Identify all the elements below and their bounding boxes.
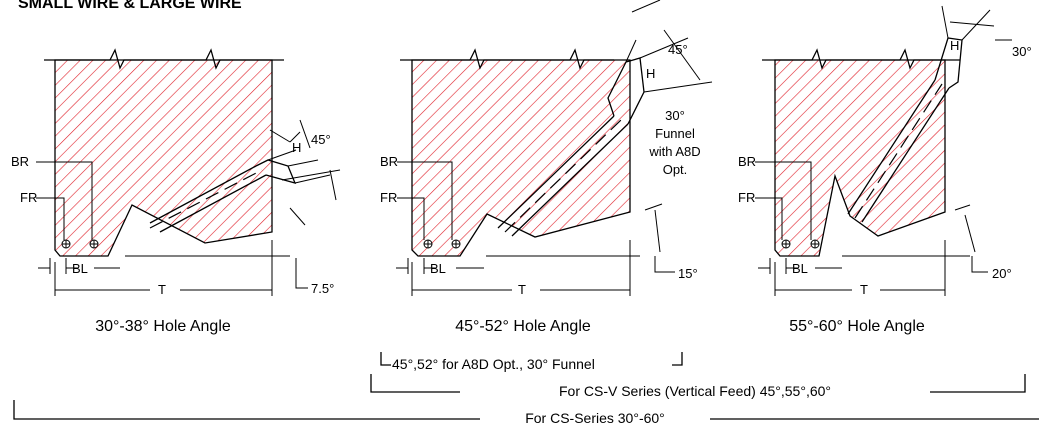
angle-top-2: 45° [668, 42, 688, 57]
label-fr-3: FR [738, 190, 755, 205]
bracket-cs-series [13, 400, 1039, 420]
label-h-2: H [646, 66, 655, 81]
bracket-vertical [370, 374, 1026, 393]
label-t-1: T [158, 282, 166, 297]
body-hatch [54, 59, 273, 257]
diagram-3 [755, 5, 1012, 296]
bracket-cs-series-label: For CS-Series 30°-60° [525, 410, 665, 426]
bracket-a8d [380, 352, 683, 366]
label-br-3: BR [738, 154, 756, 169]
label-h-3: H [950, 38, 959, 53]
angle-bottom-2: 15° [678, 266, 698, 281]
caption-3: 55°-60° Hole Angle [789, 318, 925, 335]
label-fr-1: FR [20, 190, 37, 205]
angle-top-3: 30° [1012, 44, 1032, 59]
header-partial: SMALL WIRE & LARGE WIRE [18, 0, 242, 12]
label-h-1: H [292, 140, 301, 155]
bracket-a8d-label: 45°,52° for A8D Opt., 30° Funnel [392, 356, 595, 372]
funnel-note-line-2: Funnel [655, 126, 695, 141]
funnel-note-line-3: with A8D [648, 144, 700, 159]
body-hatch [774, 59, 946, 257]
label-t-2: T [518, 282, 526, 297]
label-bl-3: BL [792, 261, 808, 276]
bracket-vertical-label: For CS-V Series (Vertical Feed) 45°,55°,… [559, 383, 831, 399]
body-hatch [411, 59, 631, 257]
caption-1: 30°-38° Hole Angle [95, 318, 231, 335]
label-fr-2: FR [380, 190, 397, 205]
angle-bottom-3: 20° [992, 266, 1012, 281]
label-bl-1: BL [72, 261, 88, 276]
label-t-3: T [860, 282, 868, 297]
label-bl-2: BL [430, 261, 446, 276]
angle-top-1: 45° [311, 132, 331, 147]
caption-2: 45°-52° Hole Angle [455, 318, 591, 335]
label-br-1: BR [11, 154, 29, 169]
label-br-2: BR [380, 154, 398, 169]
diagram-1 [36, 48, 341, 296]
diagram-2 [396, 0, 713, 296]
funnel-note-line-1: 30° [665, 108, 685, 123]
funnel-note-line-4: Opt. [663, 162, 688, 177]
angle-bottom-1: 7.5° [311, 281, 334, 296]
